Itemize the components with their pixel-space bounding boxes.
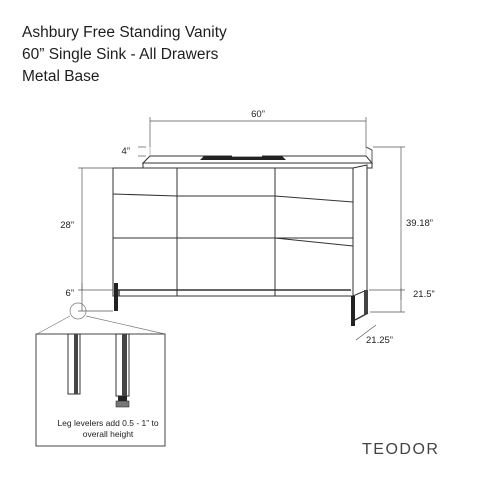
product-size: 60” Single Sink - All Drawers — [22, 46, 219, 63]
product-name: Ashbury Free Standing Vanity — [22, 24, 227, 41]
leg-height-label: 6” — [66, 288, 74, 299]
product-base: Metal Base — [22, 68, 100, 85]
inset-caption-line2: overall height — [82, 429, 134, 439]
countertop — [141, 146, 374, 169]
sink-opening — [200, 156, 286, 160]
metal-base — [114, 283, 369, 326]
cabinet-body — [112, 164, 368, 297]
inset-caption: Leg levelers add 0.5 - 1” to overall hei… — [38, 418, 178, 440]
total-height-label: 39.18” — [406, 218, 433, 229]
backsplash-label: 4” — [122, 146, 130, 157]
brand-logo: TEODOR — [362, 441, 440, 458]
inset-caption-line1: Leg levelers add 0.5 - 1” to — [57, 418, 159, 428]
body-height-label: 28” — [60, 220, 74, 231]
leg-leveler-detail — [35, 333, 166, 447]
leveler-callout — [36, 302, 166, 335]
depth-label: 21.25” — [366, 335, 393, 346]
width-label: 60” — [251, 109, 265, 120]
dimension-lines — [78, 117, 405, 341]
title-block: Ashbury Free Standing Vanity 60” Single … — [22, 22, 227, 88]
counter-height-label: 21.5” — [413, 289, 435, 300]
